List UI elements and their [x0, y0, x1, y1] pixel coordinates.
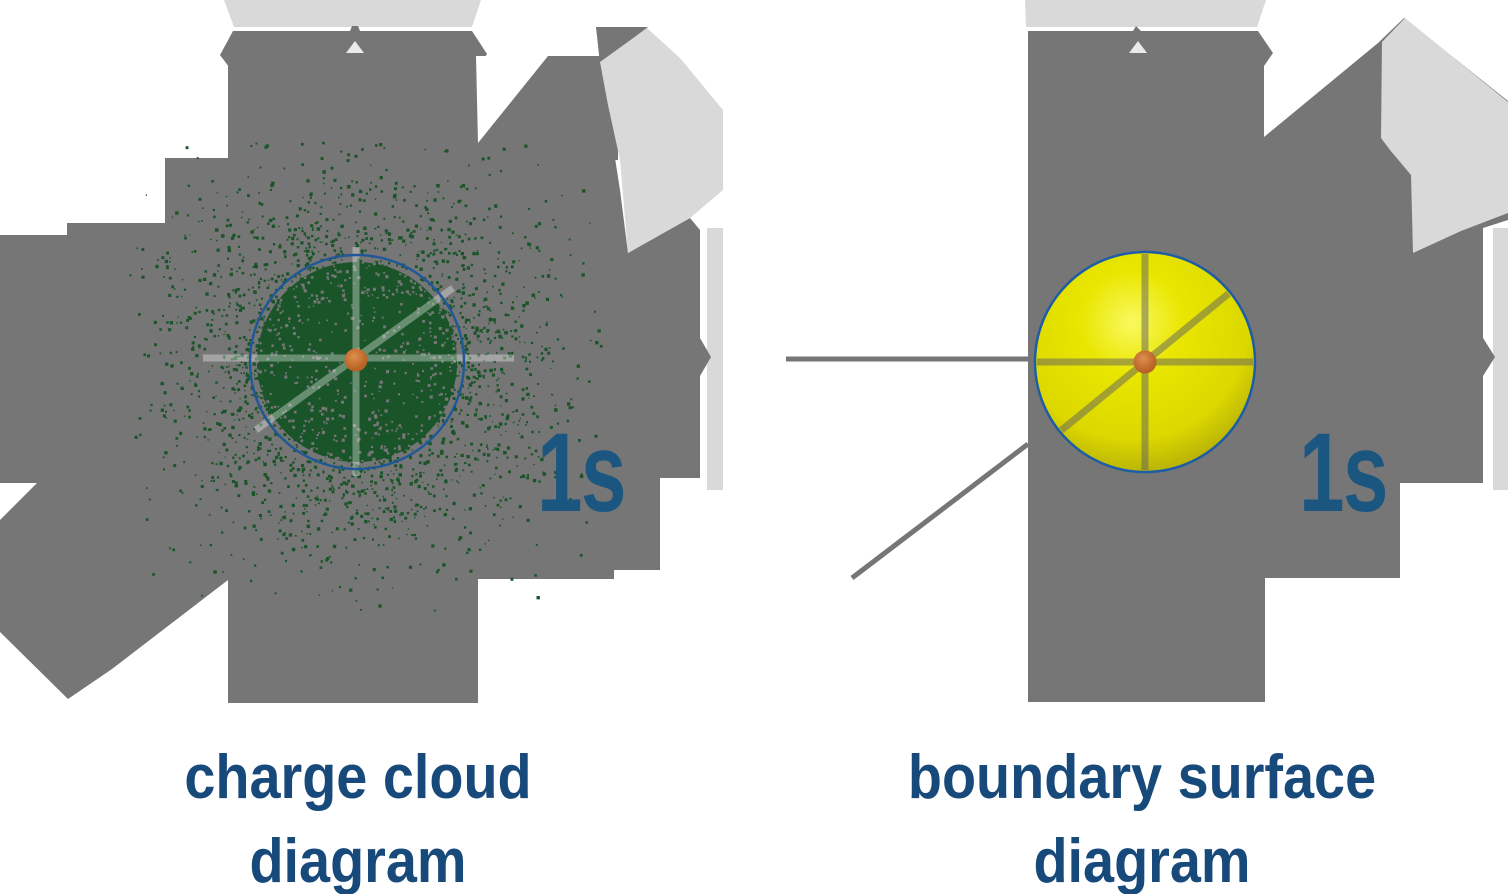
thin-axis-lines-right — [786, 356, 1030, 580]
caption-left-line1: charge cloud — [184, 743, 532, 812]
probability-boundary-circle — [248, 253, 466, 471]
y-axis-arrow-glyph-left — [346, 41, 364, 53]
y-axis-arrowhead-right — [1025, 0, 1266, 27]
x-axis-arrowhead-strip-left — [707, 228, 723, 490]
boundary-surface-panel — [786, 0, 1508, 702]
ne-axis-tip-left — [596, 27, 648, 64]
ne-arrowhead-kite-right — [1381, 18, 1508, 253]
x-axis-arrowhead-strip-right — [1493, 228, 1508, 490]
ne-arrowhead-diamond-left — [600, 28, 723, 253]
nucleus-left — [344, 348, 368, 372]
y-axis-arrow-glyph-right — [1129, 41, 1147, 53]
charge-cloud-panel — [0, 0, 723, 703]
electron-dot-scatter — [129, 141, 603, 612]
caption-right-line1: boundary surface — [907, 743, 1377, 812]
white-wedge-left — [476, 56, 548, 143]
axis-mask-right — [1028, 18, 1508, 702]
orbital-label-left: 1s — [537, 410, 626, 535]
caption-right-line2: diagram — [1033, 827, 1251, 894]
orbital-label-right: 1s — [1299, 410, 1388, 535]
caption-right: boundary surface diagram — [827, 736, 1457, 894]
caption-left: charge cloud diagram — [43, 736, 673, 894]
y-axis-arrowhead-left — [224, 0, 481, 27]
nucleus-right — [1133, 350, 1157, 374]
z-axis-thin-line-right — [850, 442, 1030, 580]
caption-left-line2: diagram — [249, 827, 467, 894]
